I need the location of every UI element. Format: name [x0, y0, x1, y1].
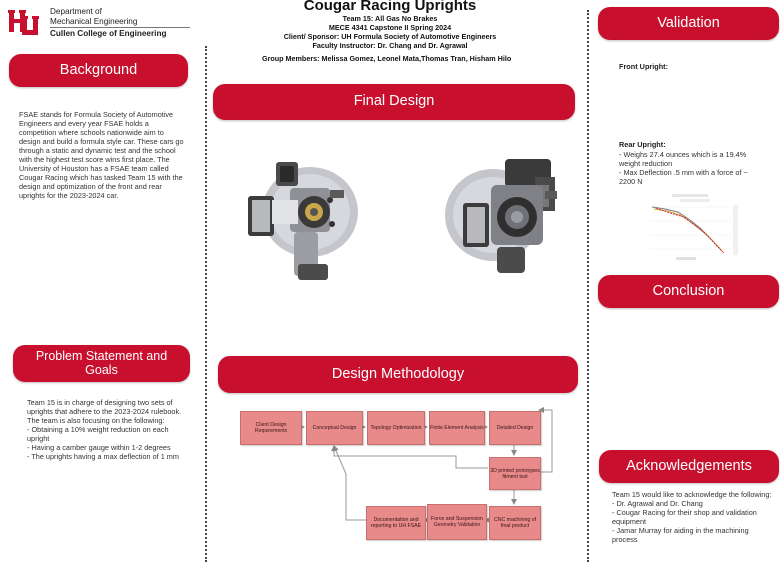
- deflection-graph-image: [640, 193, 740, 263]
- column-divider-left: [205, 46, 207, 562]
- front-upright-render-image: [248, 162, 358, 280]
- flow-step-documentation: Documentation and reporting to UH FSAE: [366, 506, 426, 540]
- list-item: - The uprights having a max deflection o…: [27, 452, 179, 461]
- rear-upright-render-image: [445, 159, 557, 273]
- background-header: Background: [9, 54, 188, 87]
- conclusion-title: Conclusion: [652, 282, 725, 299]
- column-divider-right: [587, 10, 589, 562]
- acknowledgements-intro: Team 15 would like to acknowledge the fo…: [612, 490, 772, 499]
- flow-step-detailed-design: Detailed Design: [489, 411, 541, 445]
- final-design-title: Final Design: [353, 93, 435, 110]
- acknowledgements-title: Acknowledgements: [626, 457, 752, 474]
- acknowledgements-header: Acknowledgements: [599, 450, 779, 483]
- instructor-line: Faculty Instructor: Dr. Chang and Dr. Ag…: [312, 41, 468, 50]
- problem-intro: Team 15 is in charge of designing two se…: [27, 398, 182, 425]
- flow-step-force-validation: Force and Suspension Geometry Validation: [427, 504, 487, 540]
- flow-step-topology-optimization: Topology Optimization: [367, 411, 425, 445]
- uh-logo-mark-icon: [8, 10, 39, 35]
- team-name: Team 15: All Gas No Brakes: [342, 14, 438, 23]
- final-design-header: Final Design: [213, 84, 575, 120]
- flow-step-finite-element-analysis: Finite Element Analysis: [429, 411, 485, 445]
- background-title: Background: [59, 61, 138, 78]
- front-upright-label: Front Upright:: [619, 62, 669, 71]
- acknowledgements-text: Team 15 would like to acknowledge the fo…: [612, 490, 772, 544]
- list-item: - Jamar Murray for aiding in the machini…: [612, 526, 749, 544]
- list-item: - Cougar Racing for their shop and valid…: [612, 508, 757, 526]
- flow-step-cnc-machining: CNC machining of final product: [489, 506, 541, 540]
- conclusion-header: Conclusion: [598, 275, 779, 308]
- methodology-header: Design Methodology: [218, 356, 578, 393]
- problem-title: Problem Statement and Goals: [35, 349, 168, 377]
- list-item: - Having a camber gauge within 1-2 degre…: [27, 443, 171, 452]
- problem-text: Team 15 is in charge of designing two se…: [27, 398, 185, 461]
- list-item: - Weighs 27.4 ounces which is a 19.4% we…: [619, 150, 747, 168]
- logo-line-mechanical: Mechanical Engineering: [50, 17, 190, 28]
- methodology-title: Design Methodology: [331, 365, 465, 382]
- flow-step-conceptual-design: Conceptual Design: [306, 411, 363, 445]
- problem-header: Problem Statement and Goals: [13, 345, 190, 382]
- list-item: - Obtaining a 10% weight reduction on ea…: [27, 425, 169, 443]
- rear-upright-results: - Weighs 27.4 ounces which is a 19.4% we…: [619, 150, 754, 186]
- page-title: Cougar Racing Uprights: [303, 0, 477, 14]
- logo-line-department: Department of: [50, 7, 102, 16]
- list-item: - Max Deflection .5 mm with a force of ~…: [619, 168, 748, 186]
- flow-step-client-requirements: Client Design Requirements: [240, 411, 302, 445]
- uh-logo: Department of Mechanical Engineering Cul…: [8, 6, 190, 44]
- validation-header: Validation: [598, 7, 779, 40]
- group-members: Group Members: Melissa Gomez, Leonel Mat…: [262, 54, 512, 63]
- list-item: - Dr. Agrawal and Dr. Chang: [612, 499, 703, 508]
- flow-step-3d-printed-prototypes: 3D printed prototypes fitment test: [489, 457, 541, 490]
- sponsor-line: Client/ Sponsor: UH Formula Society of A…: [283, 32, 497, 41]
- methodology-flowchart: Client Design Requirements Conceptual De…: [236, 400, 566, 560]
- course-line: MECE 4341 Capstone II Spring 2024: [328, 23, 452, 32]
- rear-upright-label: Rear Upright:: [619, 140, 666, 149]
- validation-title: Validation: [657, 14, 720, 31]
- logo-line-college: Cullen College of Engineering: [50, 29, 167, 38]
- background-text: FSAE stands for Formula Society of Autom…: [19, 110, 184, 200]
